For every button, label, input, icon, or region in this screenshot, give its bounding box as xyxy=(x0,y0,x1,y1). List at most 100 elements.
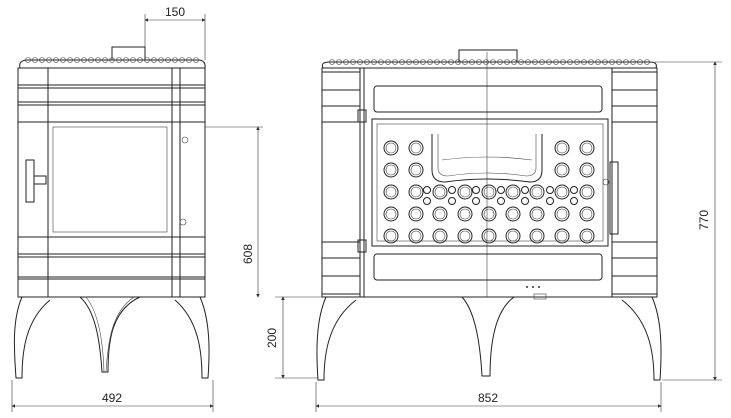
top-bump xyxy=(623,59,629,65)
air-hole-inner xyxy=(581,142,593,154)
top-bump xyxy=(364,59,370,65)
top-bump xyxy=(109,57,115,63)
bolt xyxy=(570,186,578,194)
air-hole xyxy=(383,228,399,244)
top-bump xyxy=(532,59,538,65)
top-bump xyxy=(469,59,475,65)
top-bump xyxy=(546,59,552,65)
top-bump xyxy=(560,59,566,65)
top-bump xyxy=(644,59,650,65)
air-hole xyxy=(529,184,545,200)
air-hole xyxy=(481,206,497,222)
top-bump xyxy=(595,59,601,65)
top-bump xyxy=(420,59,426,65)
top-plate-side xyxy=(19,59,206,69)
top-bump xyxy=(67,57,73,63)
top-bump xyxy=(483,59,489,65)
leg-front-left xyxy=(316,296,357,381)
top-bump xyxy=(25,57,31,63)
top-bump xyxy=(130,57,136,63)
air-hole-inner xyxy=(459,230,471,242)
air-hole xyxy=(554,162,570,178)
air-hole-inner xyxy=(434,186,446,198)
air-hole xyxy=(383,162,399,178)
air-hole xyxy=(554,140,570,156)
air-hole-inner xyxy=(581,164,593,176)
top-plate-front xyxy=(321,61,657,69)
air-hole xyxy=(579,184,595,200)
top-bump xyxy=(413,59,419,65)
air-hole xyxy=(383,184,399,200)
bolt xyxy=(497,186,505,194)
top-bump xyxy=(357,59,363,65)
air-hole-inner xyxy=(483,208,495,220)
top-bump xyxy=(448,59,454,65)
top-bump xyxy=(46,57,52,63)
air-hole-inner xyxy=(507,230,519,242)
air-hole-inner xyxy=(507,186,519,198)
door-handle-side xyxy=(25,159,35,203)
air-hole xyxy=(408,228,424,244)
air-hole-inner xyxy=(385,230,397,242)
top-bump xyxy=(144,57,150,63)
dim-200-label: 200 xyxy=(265,328,279,348)
top-bump xyxy=(462,59,468,65)
air-hole xyxy=(481,228,497,244)
front-view xyxy=(316,49,662,381)
air-hole-inner xyxy=(385,142,397,154)
air-hole-inner xyxy=(556,230,568,242)
bolt xyxy=(570,197,578,205)
air-hole-inner xyxy=(556,208,568,220)
air-hole-inner xyxy=(507,208,519,220)
top-bump xyxy=(476,59,482,65)
top-bump xyxy=(336,59,342,65)
top-bump xyxy=(490,59,496,65)
dim-770-label: 770 xyxy=(697,210,711,230)
air-hole xyxy=(457,206,473,222)
air-hole xyxy=(505,206,521,222)
top-bump xyxy=(123,57,129,63)
air-hole xyxy=(408,140,424,156)
air-hole-inner xyxy=(410,208,422,220)
air-hole-inner xyxy=(581,186,593,198)
door-bottom-panel xyxy=(373,253,603,281)
bolt xyxy=(448,197,456,205)
bolt xyxy=(472,186,480,194)
air-hole-inner xyxy=(581,230,593,242)
hinge-top xyxy=(357,109,367,123)
top-bump xyxy=(588,59,594,65)
air-hole xyxy=(457,184,473,200)
air-hole-inner xyxy=(556,164,568,176)
air-hole xyxy=(481,184,497,200)
air-hole-inner xyxy=(581,208,593,220)
bolt xyxy=(448,186,456,194)
air-hole-inner xyxy=(385,164,397,176)
top-bump xyxy=(53,57,59,63)
top-bump xyxy=(539,59,545,65)
top-bump xyxy=(81,57,87,63)
top-bump xyxy=(427,59,433,65)
air-hole xyxy=(529,228,545,244)
top-bump xyxy=(350,59,356,65)
top-bump xyxy=(574,59,580,65)
air-hole xyxy=(432,206,448,222)
top-bump xyxy=(567,59,573,65)
top-bump xyxy=(455,59,461,65)
air-hole-inner xyxy=(385,208,397,220)
top-bump xyxy=(32,57,38,63)
firebox-baffle xyxy=(431,134,543,183)
air-hole-inner xyxy=(459,186,471,198)
air-hole-inner xyxy=(531,186,543,198)
top-bump xyxy=(165,57,171,63)
top-bump xyxy=(172,57,178,63)
side-view xyxy=(13,46,210,379)
air-hole xyxy=(505,228,521,244)
top-bump xyxy=(553,59,559,65)
top-bump xyxy=(179,57,185,63)
top-bump xyxy=(406,59,412,65)
top-bump xyxy=(637,59,643,65)
air-hole xyxy=(432,228,448,244)
air-hole-inner xyxy=(410,230,422,242)
door-handle xyxy=(609,161,619,235)
